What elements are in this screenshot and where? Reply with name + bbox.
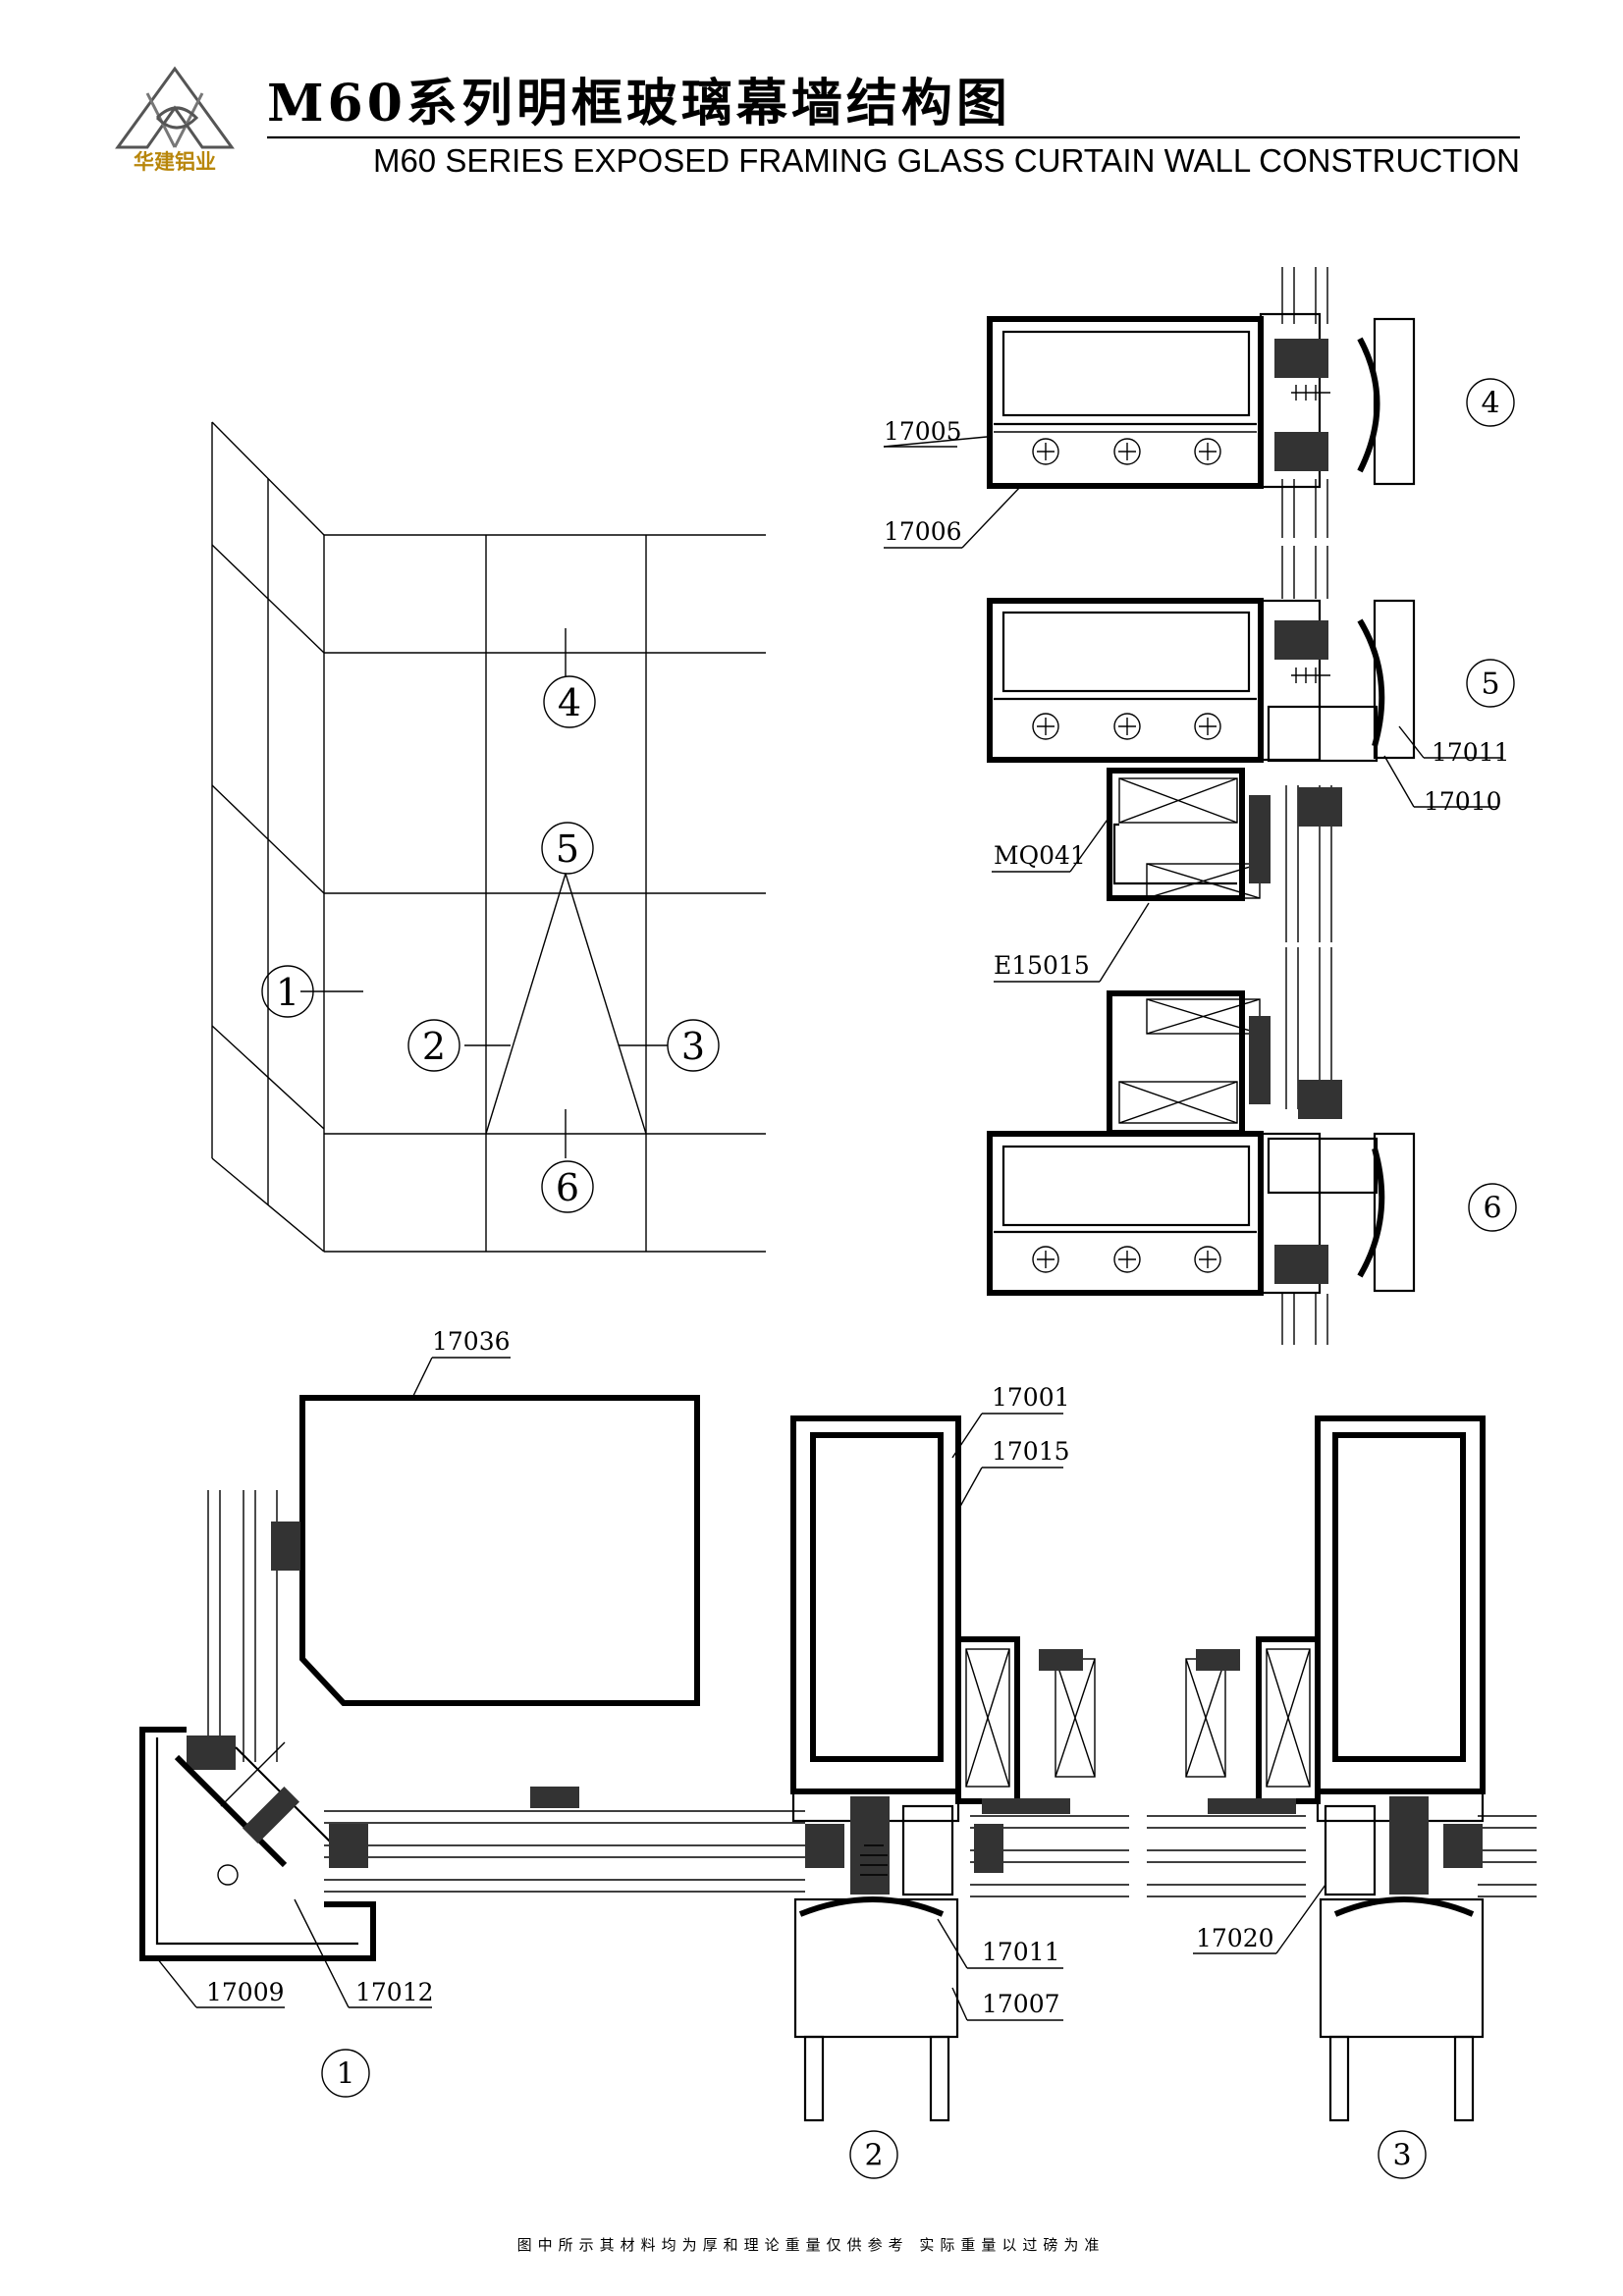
svg-text:1: 1 [336,2057,354,2092]
company-logo: 华建铝业 [115,66,235,174]
part-label-e15015: E15015 [994,951,1090,980]
logo-text: 华建铝业 [134,150,216,174]
svg-text:4: 4 [1481,387,1499,421]
elevation-view: 1 2 3 4 5 6 [211,421,766,1253]
part-label-17006: 17006 [884,517,962,546]
svg-text:4: 4 [558,681,581,724]
part-label-17012: 17012 [355,1978,434,2006]
part-label-17001: 17001 [992,1383,1070,1412]
svg-text:3: 3 [1392,2139,1411,2173]
part-label-17005: 17005 [884,417,962,446]
title-english: M60 SERIES EXPOSED FRAMING GLASS CURTAIN… [373,142,1520,179]
svg-text:2: 2 [864,2139,883,2173]
part-label-17011-bottom: 17011 [982,1938,1060,1966]
svg-text:5: 5 [556,828,579,871]
detail-marker-3: 3 [1378,2130,1427,2179]
svg-text:6: 6 [556,1166,579,1209]
part-label-17010: 17010 [1424,787,1502,816]
elevation-callout-4: 4 [543,675,596,728]
detail-marker-2: 2 [849,2130,898,2179]
part-label-mq041: MQ041 [994,841,1086,870]
detail-marker-1: 1 [321,2049,370,2098]
detail-2-section [790,1413,1129,2122]
elevation-callout-1: 1 [261,965,314,1018]
part-label-17015: 17015 [992,1437,1070,1466]
part-label-17011-top: 17011 [1432,738,1510,767]
detail-1-section [139,1357,805,2008]
elevation-callout-2: 2 [407,1019,460,1072]
detail-4-section [883,267,1416,549]
elevation-callout-5: 5 [541,822,594,875]
detail-marker-4: 4 [1466,378,1515,427]
elevation-callout-6: 6 [541,1160,594,1213]
footer-note: 图中所示其材料均为厚和理论重量仅供参考 实际重量以过磅为准 [517,2236,1106,2254]
svg-text:5: 5 [1481,667,1499,702]
svg-text:2: 2 [422,1025,446,1068]
svg-text:1: 1 [276,971,299,1014]
detail-6-section [987,947,1416,1345]
part-label-17007: 17007 [982,1990,1060,2018]
part-label-17036: 17036 [432,1327,511,1356]
detail-3-section [1147,1415,1537,2122]
svg-text:6: 6 [1483,1192,1501,1226]
detail-5-section [987,546,1502,983]
title-chinese: M60系列明框玻璃幕墙结构图 [267,74,1011,133]
elevation-callout-3: 3 [667,1019,720,1072]
part-label-17009: 17009 [206,1978,285,2006]
detail-marker-6: 6 [1468,1183,1517,1232]
part-label-17020: 17020 [1196,1924,1274,1952]
svg-text:3: 3 [681,1025,705,1068]
detail-marker-5: 5 [1466,659,1515,708]
